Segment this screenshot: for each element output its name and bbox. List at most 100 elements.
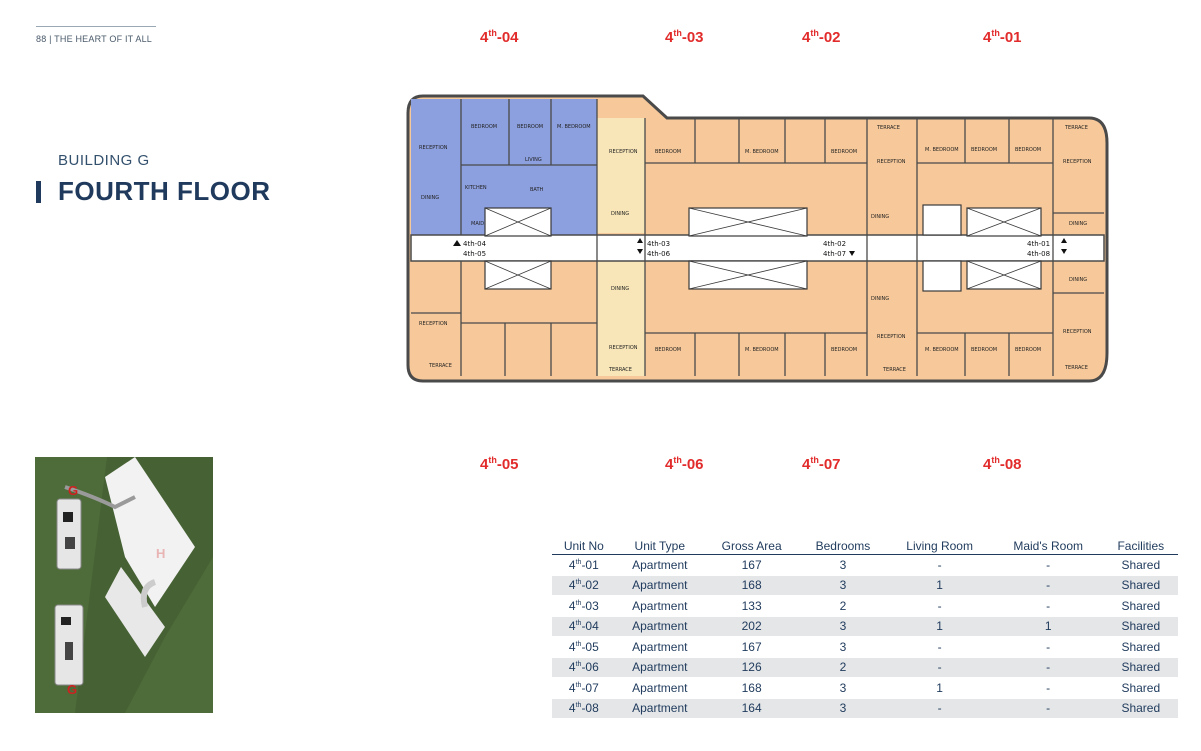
unit-spec-table: Unit No Unit Type Gross Area Bedrooms Li… — [552, 538, 1178, 719]
room-label: BEDROOM — [517, 124, 543, 130]
cell-area: 167 — [703, 554, 800, 576]
table-row: 4th-04 Apartment 202 3 1 1 Shared — [552, 616, 1178, 637]
cell-type: Apartment — [615, 636, 704, 658]
cell-type: Apartment — [615, 657, 704, 678]
room-label: DINING — [871, 296, 889, 302]
cell-maid: - — [992, 677, 1104, 699]
cell-bedrooms: 3 — [799, 677, 887, 699]
col-unit-type: Unit Type — [615, 538, 704, 555]
site-marker-g-south: G — [67, 682, 77, 697]
room-label: BEDROOM — [655, 149, 681, 155]
cell-unit: 4th-05 — [552, 636, 616, 658]
cell-living: - — [886, 657, 993, 678]
table-row: 4th-07 Apartment 168 3 1 - Shared — [552, 677, 1178, 699]
building-g-north — [56, 498, 82, 570]
building-name: BUILDING G — [58, 152, 150, 169]
cell-area: 164 — [703, 698, 800, 719]
room-label: BEDROOM — [831, 149, 857, 155]
cell-facilities: Shared — [1103, 677, 1178, 699]
corridor-label: 4th-03 — [647, 240, 670, 248]
room-label: RECEPTION — [877, 159, 906, 165]
header-rule — [36, 26, 156, 27]
unit-label-4th-04: 4th-04 — [480, 28, 519, 46]
table-row: 4th-02 Apartment 168 3 1 - Shared — [552, 575, 1178, 596]
cell-facilities: Shared — [1103, 616, 1178, 637]
floor-title: FOURTH FLOOR — [58, 176, 271, 206]
cell-maid: - — [992, 698, 1104, 719]
corridor-label: 4th-08 — [1027, 250, 1050, 258]
corridor-label: 4th-06 — [647, 250, 671, 258]
room-label: BEDROOM — [1015, 347, 1041, 353]
unit-label-4th-01: 4th-01 — [983, 28, 1022, 46]
room-label: M. BEDROOM — [745, 149, 779, 155]
col-gross-area: Gross Area — [703, 538, 800, 555]
table-row: 4th-01 Apartment 167 3 - - Shared — [552, 554, 1178, 576]
col-unit-no: Unit No — [552, 538, 616, 555]
unit-label-4th-03: 4th-03 — [665, 28, 704, 46]
cell-unit: 4th-06 — [552, 657, 616, 678]
cell-facilities: Shared — [1103, 595, 1178, 617]
room-label: RECEPTION — [609, 149, 638, 155]
table-row: 4th-06 Apartment 126 2 - - Shared — [552, 657, 1178, 678]
cell-maid: - — [992, 554, 1104, 576]
cell-facilities: Shared — [1103, 554, 1178, 576]
page-label: 88 | THE HEART OF IT ALL — [36, 34, 153, 44]
cell-type: Apartment — [615, 677, 704, 699]
room-label: RECEPTION — [1063, 159, 1092, 165]
room-label: RECEPTION — [877, 334, 906, 340]
cell-living: - — [886, 698, 993, 719]
room-label: BEDROOM — [655, 347, 681, 353]
unit-label-4th-08: 4th-08 — [983, 455, 1022, 473]
cell-living: - — [886, 595, 993, 617]
room-label: RECEPTION — [609, 345, 638, 351]
corridor-label: 4th-07 — [823, 250, 846, 258]
cell-bedrooms: 3 — [799, 575, 887, 596]
title-accent-bar — [36, 181, 41, 203]
cell-living: 1 — [886, 677, 993, 699]
cell-area: 167 — [703, 636, 800, 658]
cell-bedrooms: 3 — [799, 554, 887, 576]
cell-unit: 4th-08 — [552, 698, 616, 719]
room-label: M. BEDROOM — [557, 124, 591, 130]
unit-label-4th-02: 4th-02 — [802, 28, 841, 46]
corridor-label: 4th-01 — [1027, 240, 1050, 248]
col-facilities: Facilities — [1103, 538, 1178, 555]
room-label: BEDROOM — [971, 147, 997, 153]
cell-facilities: Shared — [1103, 636, 1178, 658]
cell-bedrooms: 3 — [799, 636, 887, 658]
room-label: DINING — [1069, 277, 1087, 283]
cell-unit: 4th-03 — [552, 595, 616, 617]
room-label: DINING — [871, 214, 889, 220]
site-plan: G G H — [35, 457, 213, 713]
cell-area: 168 — [703, 677, 800, 699]
room-label: BEDROOM — [971, 347, 997, 353]
room-label: TERRACE — [1064, 365, 1088, 371]
unit-label-4th-05: 4th-05 — [480, 455, 519, 473]
cell-living: 1 — [886, 575, 993, 596]
unit-label-4th-07: 4th-07 — [802, 455, 841, 473]
cell-area: 202 — [703, 616, 800, 637]
corridor-arrows — [453, 238, 1067, 256]
cell-facilities: Shared — [1103, 575, 1178, 596]
cell-area: 126 — [703, 657, 800, 678]
cell-unit: 4th-01 — [552, 554, 616, 576]
col-living-room: Living Room — [886, 538, 993, 555]
cell-maid: 1 — [992, 616, 1104, 637]
room-label: BEDROOM — [831, 347, 857, 353]
cell-maid: - — [992, 657, 1104, 678]
room-label: DINING — [1069, 221, 1087, 227]
col-bedrooms: Bedrooms — [799, 538, 887, 555]
cell-bedrooms: 2 — [799, 595, 887, 617]
room-label: LIVING — [525, 157, 542, 163]
room-label: TERRACE — [608, 367, 632, 373]
table-row: 4th-03 Apartment 133 2 - - Shared — [552, 595, 1178, 617]
table-row: 4th-05 Apartment 167 3 - - Shared — [552, 636, 1178, 658]
building-g-south — [54, 604, 84, 686]
cell-bedrooms: 3 — [799, 698, 887, 719]
cell-living: 1 — [886, 616, 993, 637]
unit-03-reception-area — [597, 118, 645, 233]
corridor — [410, 234, 1105, 262]
floor-plan: RECEPTION DINING RECEPTION BEDROOM BEDRO… — [406, 94, 1109, 383]
room-label: RECEPTION — [419, 145, 448, 151]
cell-unit: 4th-02 — [552, 575, 616, 596]
